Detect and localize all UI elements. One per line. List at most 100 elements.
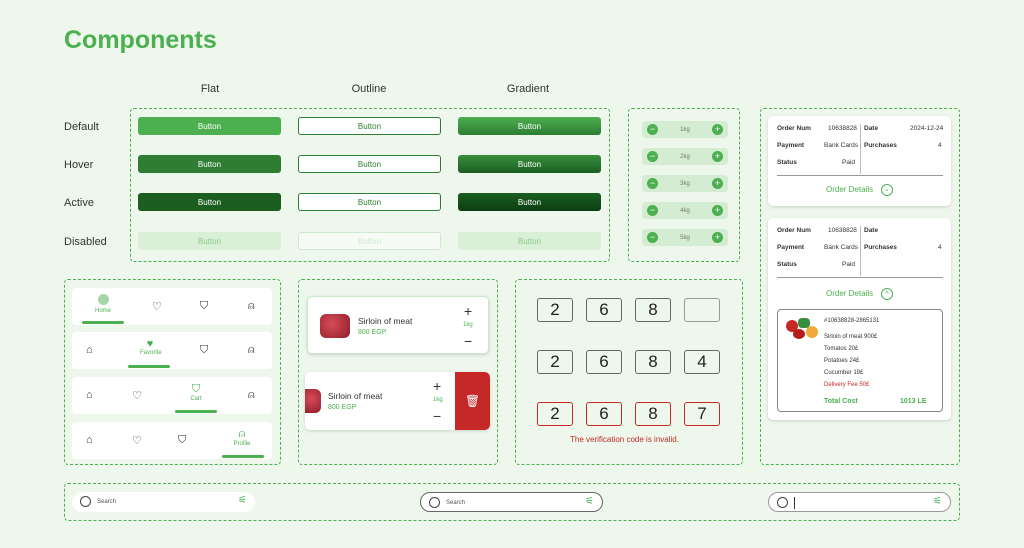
product-name: Sirloin of meat bbox=[328, 391, 383, 401]
bottom-nav-cart-active: ⌂ ♡ ⛉Cart ⍝ bbox=[72, 377, 272, 414]
code-digit-input-error[interactable]: 8 bbox=[635, 402, 671, 426]
total-value: 1013 LE bbox=[900, 398, 927, 405]
code-digit-input[interactable]: 6 bbox=[586, 298, 622, 322]
filter-icon[interactable]: ⚟ bbox=[238, 495, 247, 506]
row-header-active: Active bbox=[64, 197, 94, 209]
code-digit-input[interactable]: 2 bbox=[537, 298, 573, 322]
order-details-link[interactable]: Order Details bbox=[826, 289, 874, 298]
outline-hover-button[interactable]: Button bbox=[298, 155, 441, 173]
heart-icon[interactable]: ♡ bbox=[132, 435, 142, 447]
chevron-down-icon[interactable]: ⌄ bbox=[881, 184, 893, 196]
vegetables-image bbox=[786, 318, 820, 340]
code-digit-input[interactable]: 8 bbox=[635, 298, 671, 322]
bottom-nav-home-active: Home ♡ ⛉ ⍝ bbox=[72, 288, 272, 325]
search-icon bbox=[429, 497, 440, 508]
user-icon[interactable]: ⍝ bbox=[248, 300, 255, 312]
flat-default-button[interactable]: Button bbox=[138, 117, 281, 135]
receipt-item: Sirloin of meat 900£ bbox=[824, 334, 878, 340]
gradient-disabled-button[interactable]: Button bbox=[458, 232, 601, 250]
bottom-nav-profile-active: ⌂ ♡ ⛉ ⍝Profile bbox=[72, 422, 272, 459]
active-indicator bbox=[222, 455, 264, 458]
receipt-item: Tomatos 20£ bbox=[824, 346, 859, 352]
buttons-panel bbox=[130, 108, 610, 262]
code-digit-input-error[interactable]: 2 bbox=[537, 402, 573, 426]
user-icon[interactable]: ⍝ bbox=[248, 344, 255, 356]
plus-icon[interactable]: + bbox=[464, 303, 473, 319]
home-icon[interactable]: ⌂ bbox=[86, 434, 93, 446]
order-details-link[interactable]: Order Details bbox=[826, 185, 874, 194]
outline-disabled-button[interactable]: Button bbox=[298, 232, 441, 250]
basket-icon[interactable]: ⛉ bbox=[178, 434, 187, 446]
stepper-panel bbox=[628, 108, 740, 262]
search-bar-typing[interactable]: ⚟ bbox=[768, 492, 951, 512]
quantity-value: 1kg bbox=[433, 397, 443, 403]
basket-icon[interactable]: ⛉Cart bbox=[190, 383, 202, 402]
outline-default-button[interactable]: Button bbox=[298, 117, 441, 135]
minus-icon[interactable]: − bbox=[647, 205, 658, 216]
home-icon[interactable]: ⌂ bbox=[86, 344, 93, 356]
bottom-nav-favorite-active: ⌂ ♥Favorite ⛉ ⍝ bbox=[72, 332, 272, 369]
quantity-stepper[interactable]: −4kg+ bbox=[642, 202, 728, 219]
code-digit-input[interactable]: 6 bbox=[586, 350, 622, 374]
active-indicator bbox=[175, 410, 217, 413]
plus-icon[interactable]: + bbox=[712, 151, 723, 162]
search-icon bbox=[80, 496, 91, 507]
minus-icon[interactable]: − bbox=[647, 178, 658, 189]
minus-icon[interactable]: − bbox=[464, 333, 473, 349]
gradient-default-button[interactable]: Button bbox=[458, 117, 601, 135]
navbar-panel bbox=[64, 279, 281, 465]
divider bbox=[777, 175, 943, 176]
outline-active-button[interactable]: Button bbox=[298, 193, 441, 211]
search-bar-focused[interactable]: Search ⚟ bbox=[420, 492, 603, 512]
page-title: Components bbox=[64, 26, 217, 54]
minus-icon[interactable]: − bbox=[647, 124, 658, 135]
plus-icon[interactable]: + bbox=[712, 178, 723, 189]
basket-icon[interactable]: ⛉ bbox=[200, 300, 209, 312]
heart-icon[interactable]: ♡ bbox=[132, 390, 142, 402]
minus-icon[interactable]: − bbox=[647, 232, 658, 243]
quantity-value: 1kg bbox=[463, 322, 473, 328]
code-digit-input[interactable]: 2 bbox=[537, 350, 573, 374]
flat-hover-button[interactable]: Button bbox=[138, 155, 281, 173]
product-card: Sirloin of meat 800 EGP + 1kg − bbox=[307, 296, 489, 354]
heart-icon[interactable]: ♡ bbox=[152, 301, 162, 313]
divider bbox=[860, 124, 861, 174]
filter-icon[interactable]: ⚟ bbox=[585, 496, 594, 507]
plus-icon[interactable]: + bbox=[712, 232, 723, 243]
chevron-up-icon[interactable]: ^ bbox=[881, 288, 893, 300]
heart-icon[interactable]: ♥Favorite bbox=[140, 338, 162, 356]
home-icon[interactable]: ⌂ bbox=[86, 389, 93, 401]
code-digit-input[interactable]: 4 bbox=[684, 350, 720, 374]
active-indicator bbox=[82, 321, 124, 324]
quantity-stepper[interactable]: −5kg+ bbox=[642, 229, 728, 246]
product-name: Sirloin of meat bbox=[358, 316, 413, 326]
code-digit-input[interactable] bbox=[684, 298, 720, 322]
code-digit-input[interactable]: 8 bbox=[635, 350, 671, 374]
search-bar[interactable]: Search ⚟ bbox=[72, 492, 255, 512]
flat-disabled-button[interactable]: Button bbox=[138, 232, 281, 250]
gradient-active-button[interactable]: Button bbox=[458, 193, 601, 211]
filter-icon[interactable]: ⚟ bbox=[933, 496, 942, 507]
code-digit-input-error[interactable]: 7 bbox=[684, 402, 720, 426]
gradient-hover-button[interactable]: Button bbox=[458, 155, 601, 173]
user-icon[interactable]: ⍝ bbox=[248, 389, 255, 401]
user-icon[interactable]: ⍝Profile bbox=[233, 428, 251, 447]
quantity-stepper[interactable]: −2kg+ bbox=[642, 148, 728, 165]
plus-icon[interactable]: + bbox=[712, 205, 723, 216]
code-digit-input-error[interactable]: 6 bbox=[586, 402, 622, 426]
quantity-stepper[interactable]: −1kg+ bbox=[642, 121, 728, 138]
minus-icon[interactable]: − bbox=[433, 408, 442, 424]
trash-icon[interactable]: 🗑 bbox=[455, 372, 490, 430]
column-header-gradient: Gradient bbox=[506, 83, 550, 95]
basket-icon[interactable]: ⛉ bbox=[200, 344, 209, 356]
divider bbox=[777, 277, 943, 278]
plus-icon[interactable]: + bbox=[433, 378, 442, 394]
plus-icon[interactable]: + bbox=[712, 124, 723, 135]
flat-active-button[interactable]: Button bbox=[138, 193, 281, 211]
home-icon[interactable]: Home bbox=[94, 294, 112, 314]
quantity-stepper[interactable]: −3kg+ bbox=[642, 175, 728, 192]
row-header-default: Default bbox=[64, 121, 99, 133]
minus-icon[interactable]: − bbox=[647, 151, 658, 162]
order-card-expanded: Order Num 10638828 Date Payment Bank Car… bbox=[768, 218, 951, 420]
product-card-swiped: Sirloin of meat 800 EGP + 1kg − 🗑 bbox=[305, 372, 490, 430]
